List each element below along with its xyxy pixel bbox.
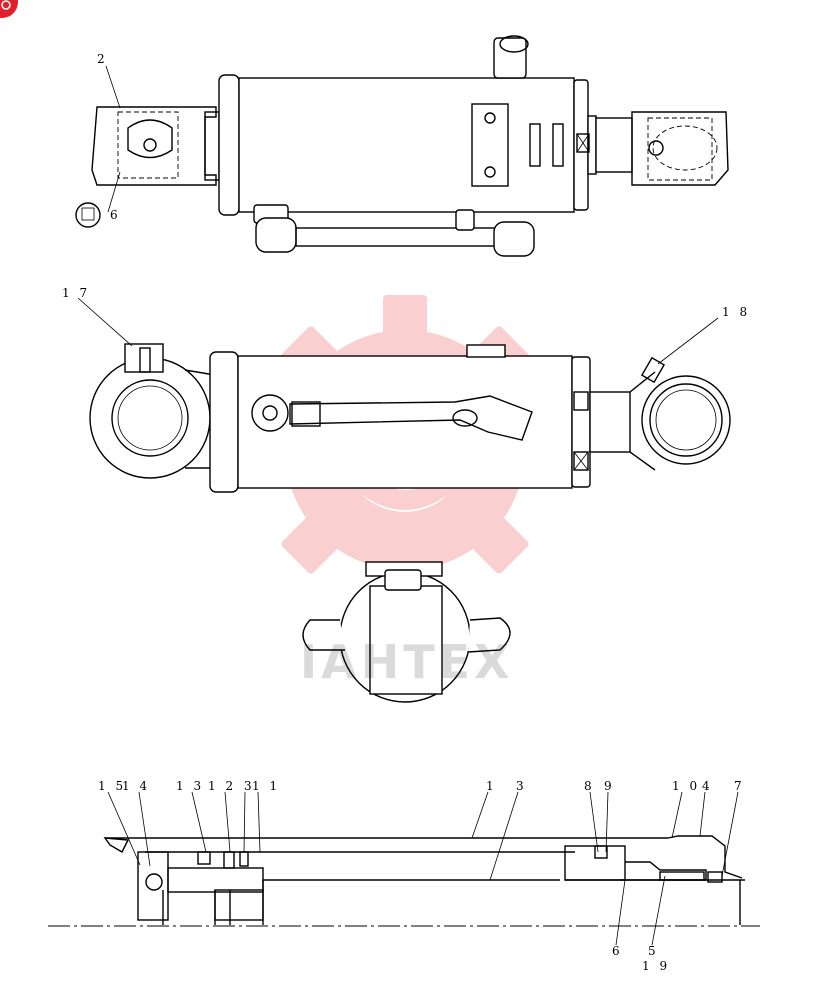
- callout-13: 1 3: [176, 779, 204, 793]
- watermark-text: IAHTEX: [300, 635, 513, 689]
- callout-1: 1: [486, 779, 497, 793]
- callout-5: 5: [648, 944, 659, 958]
- callout-6-top: 6: [110, 208, 121, 222]
- callout-14: 1 4: [122, 779, 150, 793]
- callout-11: 1 1: [252, 779, 280, 793]
- callout-15: 1 5: [98, 779, 126, 793]
- corner-badge: [0, 0, 18, 18]
- section-view: [48, 791, 760, 946]
- top-view: [75, 35, 729, 257]
- callout-2: 2: [97, 52, 108, 66]
- end-view: IAHTEX: [300, 561, 513, 703]
- callout-12: 1 2: [208, 779, 236, 793]
- callout-17: 1 7: [62, 286, 90, 300]
- callout-7: 7: [734, 779, 745, 793]
- callout-8: 8: [584, 779, 595, 793]
- callout-9: 9: [604, 779, 615, 793]
- callout-4: 4: [702, 779, 713, 793]
- callout-3-right: 3: [516, 779, 527, 793]
- callout-19: 1 9: [642, 959, 670, 973]
- callout-18: 1 8: [722, 305, 750, 319]
- callout-6-bottom: 6: [612, 944, 623, 958]
- callout-10: 1 0: [672, 779, 700, 793]
- side-view: [77, 297, 731, 493]
- callout-3-left: 3: [244, 779, 255, 793]
